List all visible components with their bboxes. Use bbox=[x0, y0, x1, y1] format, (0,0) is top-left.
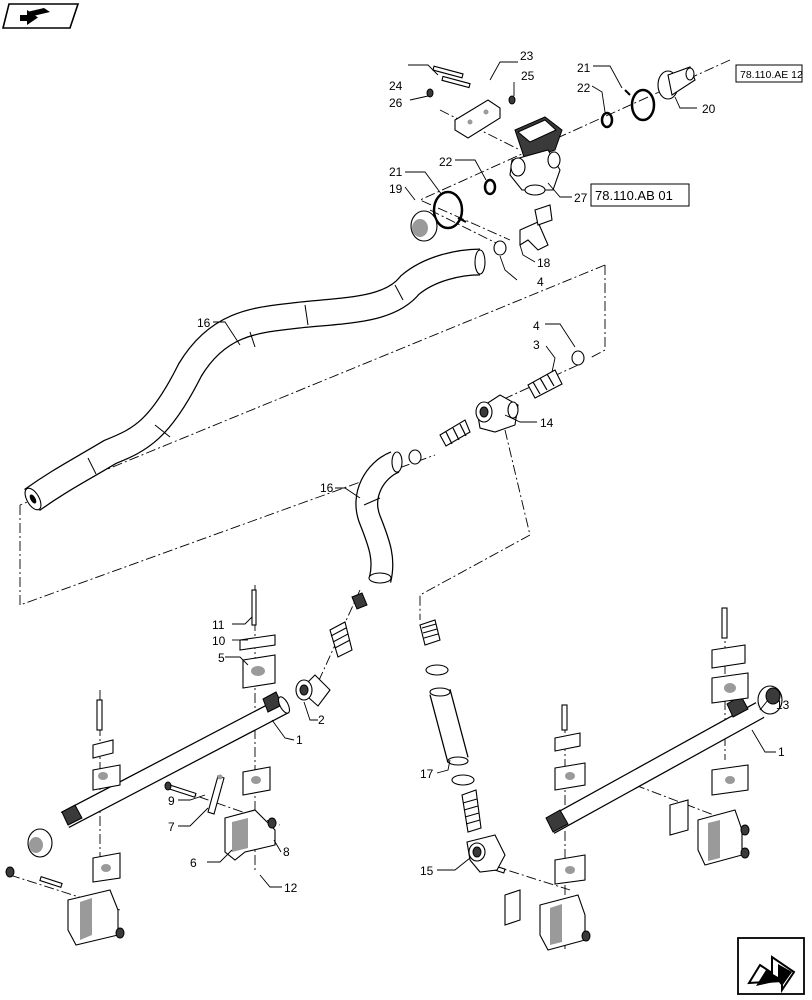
leader-lines bbox=[178, 61, 776, 888]
fitting-stack-left bbox=[295, 592, 368, 707]
callout-1a: 1 bbox=[296, 733, 303, 747]
ring-22-right bbox=[600, 111, 614, 129]
elbow-18 bbox=[493, 204, 553, 256]
ring-22-left bbox=[483, 178, 497, 196]
barb-left-of-tee bbox=[408, 419, 471, 465]
fitting-20 bbox=[657, 66, 696, 100]
callout-22b: 22 bbox=[439, 155, 453, 169]
hose-17 bbox=[429, 687, 469, 766]
callout-24: 24 bbox=[389, 79, 403, 93]
callout-17: 17 bbox=[420, 767, 434, 781]
callout-19: 19 bbox=[389, 182, 403, 196]
callout-25: 25 bbox=[521, 69, 535, 83]
clamp-stack-right-2 bbox=[669, 607, 750, 866]
callout-23: 23 bbox=[520, 49, 534, 63]
callout-9: 9 bbox=[168, 794, 175, 808]
callout-labels: 23 24 25 26 21 22 20 21 19 22 27 18 4 4 … bbox=[168, 49, 790, 895]
hose-middle bbox=[355, 451, 403, 584]
callout-14: 14 bbox=[540, 416, 554, 430]
clamp-bottom-right bbox=[479, 860, 591, 951]
callout-18: 18 bbox=[537, 256, 551, 270]
callout-10: 10 bbox=[212, 634, 226, 648]
callout-7: 7 bbox=[168, 820, 175, 834]
callout-6: 6 bbox=[190, 856, 197, 870]
fitting-stack-center bbox=[419, 619, 506, 873]
callout-16b: 16 bbox=[320, 481, 334, 495]
callout-21a: 21 bbox=[577, 61, 591, 75]
callout-13: 13 bbox=[776, 698, 790, 712]
callout-12: 12 bbox=[284, 881, 298, 895]
book-arrow-icon[interactable] bbox=[1, 3, 80, 29]
tee-14 bbox=[475, 394, 519, 433]
callout-22a: 22 bbox=[577, 81, 591, 95]
boom-tube-left bbox=[60, 691, 291, 828]
callout-16a: 16 bbox=[197, 316, 211, 330]
callout-8: 8 bbox=[283, 845, 290, 859]
valve-27 bbox=[509, 116, 563, 196]
callout-1b: 1 bbox=[778, 745, 785, 759]
callout-4a: 4 bbox=[537, 275, 544, 289]
callout-21b: 21 bbox=[389, 165, 403, 179]
end-cap-right bbox=[757, 685, 783, 715]
hose-upper bbox=[24, 248, 486, 512]
callout-11: 11 bbox=[212, 618, 225, 632]
bracket-6 bbox=[224, 809, 277, 861]
callout-26: 26 bbox=[389, 96, 403, 110]
next-page-arrow-icon[interactable] bbox=[737, 937, 805, 995]
barb-3 bbox=[527, 350, 585, 399]
boom-tube-right bbox=[545, 695, 765, 834]
callout-2: 2 bbox=[318, 713, 325, 727]
ref-label-ab: 78.110.AB 01 bbox=[595, 188, 673, 203]
ref-label-ae: 78.110.AE 12 bbox=[740, 69, 803, 81]
clamp-stack-left-1 bbox=[92, 699, 121, 883]
ref-box-78-110-ab-01[interactable]: 78.110.AB 01 bbox=[590, 183, 690, 207]
callout-4b: 4 bbox=[533, 319, 540, 333]
callout-5: 5 bbox=[218, 651, 225, 665]
clamp-21-left bbox=[432, 190, 467, 230]
clamp-bottom-left bbox=[5, 866, 125, 946]
ref-box-78-110-ae-12[interactable]: 78.110.AE 12 bbox=[735, 64, 803, 83]
end-cap-left bbox=[27, 828, 53, 858]
callout-20: 20 bbox=[702, 102, 716, 116]
clamp-21-right bbox=[624, 88, 656, 122]
callout-3: 3 bbox=[533, 338, 540, 352]
callout-15: 15 bbox=[420, 864, 434, 878]
clamp-stack-right-1 bbox=[554, 704, 586, 885]
bracket-23 bbox=[426, 65, 516, 139]
cap-19 bbox=[410, 210, 438, 242]
strap-7 bbox=[164, 774, 225, 815]
clamp-stack-left-2 bbox=[239, 589, 276, 796]
callout-27: 27 bbox=[574, 191, 588, 205]
